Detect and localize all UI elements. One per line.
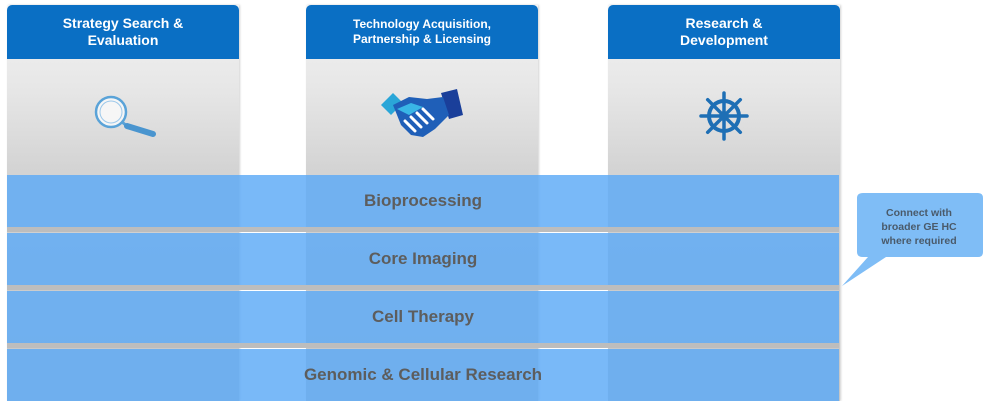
band-bioprocessing: Bioprocessing: [7, 175, 839, 232]
handshake-icon: [379, 85, 465, 150]
callout-bubble: [842, 193, 983, 286]
column-header-strategy-search: Strategy Search & Evaluation: [7, 5, 239, 59]
band-label-cell-therapy: Cell Therapy: [371, 307, 475, 326]
band-label-genomic-cellular-research: Genomic & Cellular Research: [303, 365, 543, 384]
callout-text: Connect with broader GE HC where require…: [881, 206, 957, 248]
band-genomic-cellular-research: Genomic & Cellular Research: [7, 349, 839, 401]
column-header-research-development: Research & Development: [608, 5, 840, 59]
column-header-technology-acquisition: Technology Acquisition, Partnership & Li…: [306, 5, 538, 59]
ship-wheel-icon: [699, 91, 749, 146]
band-core-imaging: Core Imaging: [7, 233, 839, 290]
band-cell-therapy: Cell Therapy: [7, 291, 839, 348]
band-label-core-imaging: Core Imaging: [368, 249, 478, 268]
band-label-bioprocessing: Bioprocessing: [363, 191, 483, 210]
magnifying-glass-icon: [87, 91, 159, 146]
